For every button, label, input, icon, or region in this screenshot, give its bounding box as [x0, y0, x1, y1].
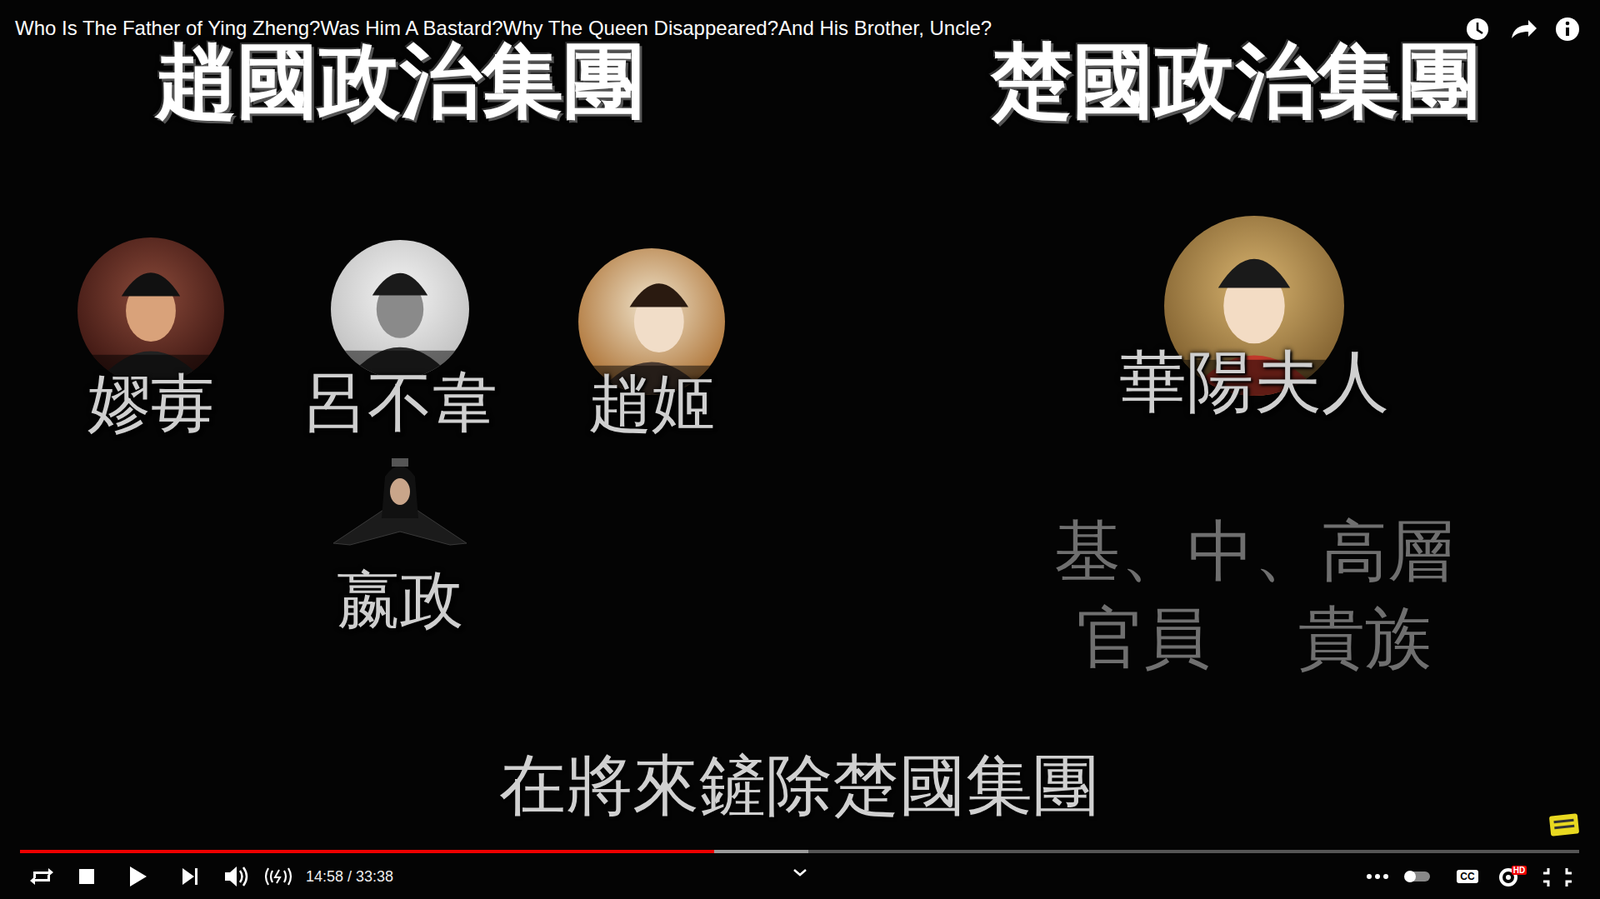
top-icons: [1466, 17, 1580, 41]
time-display: 14:58 / 33:38: [305, 868, 394, 886]
group-heading: 趙國政治集團: [155, 36, 645, 127]
person-node: 嫪毐: [77, 237, 225, 440]
person-node: 華陽夫人: [1112, 215, 1396, 422]
cc-badge: CC: [1456, 870, 1478, 884]
progress-track: [20, 850, 1580, 854]
person-node: 嬴政: [330, 460, 470, 637]
watermark-logo: [1549, 813, 1580, 836]
person-node: 趙姬: [578, 248, 725, 440]
subtitle-caption: 在將來鏟除楚國集團: [499, 747, 1100, 825]
person-name: 嬴政: [330, 563, 470, 636]
person-name: 華陽夫人: [1112, 343, 1396, 421]
progress-played: [20, 850, 715, 854]
figure-portrait: [325, 451, 475, 552]
controls: [30, 866, 1572, 887]
person-name: 呂不韋: [295, 365, 505, 441]
person-name: 嫪毐: [77, 366, 225, 440]
member-note: 基、中、高層 官員 貴族: [1045, 508, 1463, 682]
circle-portrait: [77, 237, 225, 385]
person-name: 趙姬: [578, 366, 725, 440]
group-heading: 楚國政治集團: [990, 36, 1481, 127]
person-node: 呂不韋: [295, 240, 505, 441]
progress-buffer: [20, 850, 809, 854]
circle-portrait: [330, 240, 470, 379]
hd-badge: HD: [1511, 865, 1527, 875]
